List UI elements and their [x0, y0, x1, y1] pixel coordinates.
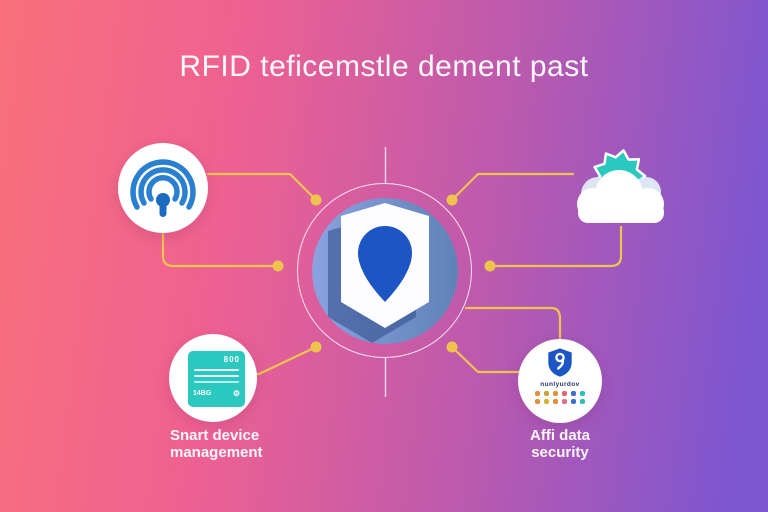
gear-icon: ⚙ [232, 388, 240, 398]
security-dot [544, 399, 549, 404]
security-node: nunlyurdov [518, 339, 602, 423]
security-label-line1: Affi data [530, 427, 590, 444]
security-dot [580, 391, 585, 396]
cloud-body-shape [577, 170, 664, 223]
security-dot [553, 399, 558, 404]
security-dot [580, 399, 585, 404]
location-pin-shield-icon [312, 198, 458, 344]
card-value: 800 [223, 355, 240, 364]
broadcast-signal-icon [130, 159, 196, 217]
card-line [194, 375, 239, 377]
security-dot [571, 391, 576, 396]
page-title: RFID teficemstle dement past [179, 50, 589, 83]
security-badge-text: nunlyurdov [540, 381, 580, 388]
security-dot [571, 399, 576, 404]
device-label-line2: management [170, 444, 263, 461]
card-line [194, 381, 239, 383]
security-shield-icon [546, 346, 574, 379]
security-dots-row [535, 399, 585, 404]
security-dot [562, 391, 567, 396]
yellow-connector-paths [161, 172, 623, 376]
device-node-label: Snart device management [170, 427, 263, 461]
security-dot [535, 399, 540, 404]
security-dot [553, 391, 558, 396]
device-card-node: 800 14BG ⚙ [169, 334, 257, 422]
security-label-line2: security [531, 444, 589, 461]
device-label-line1: Snart device [170, 427, 260, 444]
security-node-label: Affi data security [500, 427, 620, 461]
device-card-icon: 800 14BG ⚙ [188, 351, 245, 407]
cloud-icon [577, 149, 664, 223]
security-dot [535, 391, 540, 396]
center-outer-ring [297, 183, 472, 358]
security-dot [562, 399, 567, 404]
connector-node-dots [272, 194, 496, 353]
security-dot [544, 391, 549, 396]
cloud-node [572, 146, 672, 228]
card-code: 14BG [193, 390, 212, 397]
broadcast-node [118, 143, 208, 233]
card-line [194, 369, 239, 371]
security-dots-row [535, 391, 585, 396]
